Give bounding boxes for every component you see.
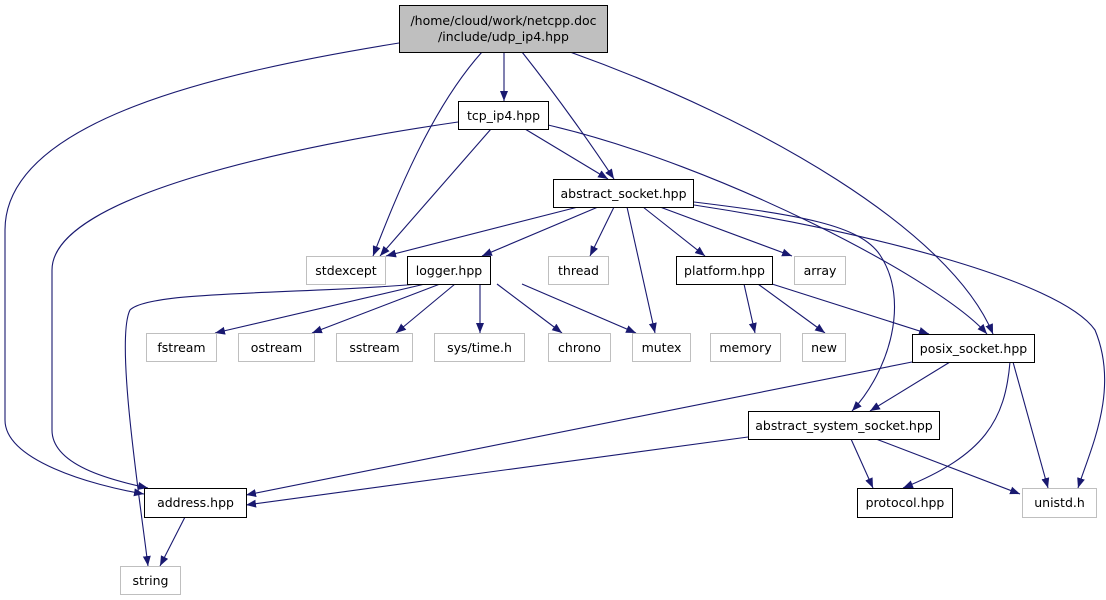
node-memory: memory bbox=[710, 333, 781, 362]
root-label-line2: /include/udp_ip4.hpp bbox=[438, 29, 569, 44]
node-string: string bbox=[120, 566, 181, 595]
edge-address-to-string bbox=[159, 516, 186, 567]
edge-logger-to-fstream bbox=[214, 283, 426, 335]
edge-platform-to-memory bbox=[743, 283, 757, 334]
node-fstream: fstream bbox=[146, 333, 217, 362]
edge-tcp-ip4-to-posix-socket bbox=[547, 124, 988, 335]
edge-abstract-socket-to-mutex bbox=[626, 206, 657, 334]
edge-logger-to-sstream bbox=[395, 283, 456, 334]
edge-abstract-socket-to-logger bbox=[481, 206, 599, 257]
edge-root-to-address bbox=[4, 42, 400, 497]
node-stdexcept: stdexcept bbox=[306, 256, 386, 285]
node-address[interactable]: address.hpp bbox=[144, 488, 247, 518]
edge-abstract-system-socket-to-address bbox=[245, 436, 749, 508]
node-array: array bbox=[794, 256, 846, 285]
node-abstract-socket[interactable]: abstract_socket.hpp bbox=[553, 179, 694, 208]
edge-logger-to-string bbox=[124, 282, 431, 567]
edge-logger-to-ostream bbox=[311, 283, 441, 334]
edge-posix-socket-to-unistd bbox=[1012, 361, 1050, 489]
edge-posix-socket-to-protocol bbox=[902, 361, 1011, 489]
edge-logger-to-chrono bbox=[496, 283, 563, 334]
node-abstract-system-socket[interactable]: abstract_system_socket.hpp bbox=[748, 411, 940, 440]
root-label-line1: /home/cloud/work/netcpp.doc bbox=[410, 13, 597, 28]
edge-root-to-posix-socket bbox=[569, 51, 994, 335]
node-sstream: sstream bbox=[336, 333, 413, 362]
edge-platform-to-new bbox=[757, 283, 826, 334]
edge-platform-to-posix-socket bbox=[771, 283, 930, 335]
edge-tcp-ip4-to-abstract-socket bbox=[524, 128, 609, 180]
edge-abstract-socket-to-array bbox=[659, 206, 793, 257]
node-unistd: unistd.h bbox=[1022, 488, 1097, 518]
edge-logger-to-mutex bbox=[521, 283, 637, 334]
edge-abstract-socket-to-abstract-system-socket bbox=[693, 201, 896, 412]
node-sys-time: sys/time.h bbox=[434, 333, 525, 362]
edge-abstract-socket-to-unistd bbox=[693, 204, 1106, 489]
node-protocol[interactable]: protocol.hpp bbox=[857, 488, 953, 518]
node-platform[interactable]: platform.hpp bbox=[676, 256, 773, 285]
node-new: new bbox=[802, 333, 846, 362]
node-posix-socket[interactable]: posix_socket.hpp bbox=[912, 334, 1035, 363]
edge-root-to-stdexcept bbox=[372, 51, 483, 257]
node-ostream: ostream bbox=[238, 333, 315, 362]
node-logger[interactable]: logger.hpp bbox=[407, 256, 491, 285]
edge-abstract-socket-to-thread bbox=[589, 206, 615, 257]
node-mutex: mutex bbox=[632, 333, 691, 362]
edge-root-to-abstract-socket bbox=[521, 51, 615, 180]
node-thread: thread bbox=[548, 256, 609, 285]
edge-abstract-system-socket-to-protocol bbox=[850, 438, 874, 489]
edge-tcp-ip4-to-address bbox=[51, 121, 459, 490]
edge-posix-socket-to-address bbox=[245, 361, 913, 497]
node-tcp-ip4[interactable]: tcp_ip4.hpp bbox=[458, 101, 549, 130]
edge-abstract-socket-to-platform bbox=[642, 206, 706, 257]
edge-tcp-ip4-to-stdexcept bbox=[379, 128, 492, 257]
edge-posix-socket-to-abstract-system-socket bbox=[869, 361, 951, 412]
edge-abstract-socket-to-stdexcept bbox=[385, 206, 579, 258]
node-udp-ip4-root: /home/cloud/work/netcpp.doc /include/udp… bbox=[399, 5, 608, 53]
node-chrono: chrono bbox=[548, 333, 611, 362]
edge-abstract-system-socket-to-unistd bbox=[875, 438, 1021, 495]
